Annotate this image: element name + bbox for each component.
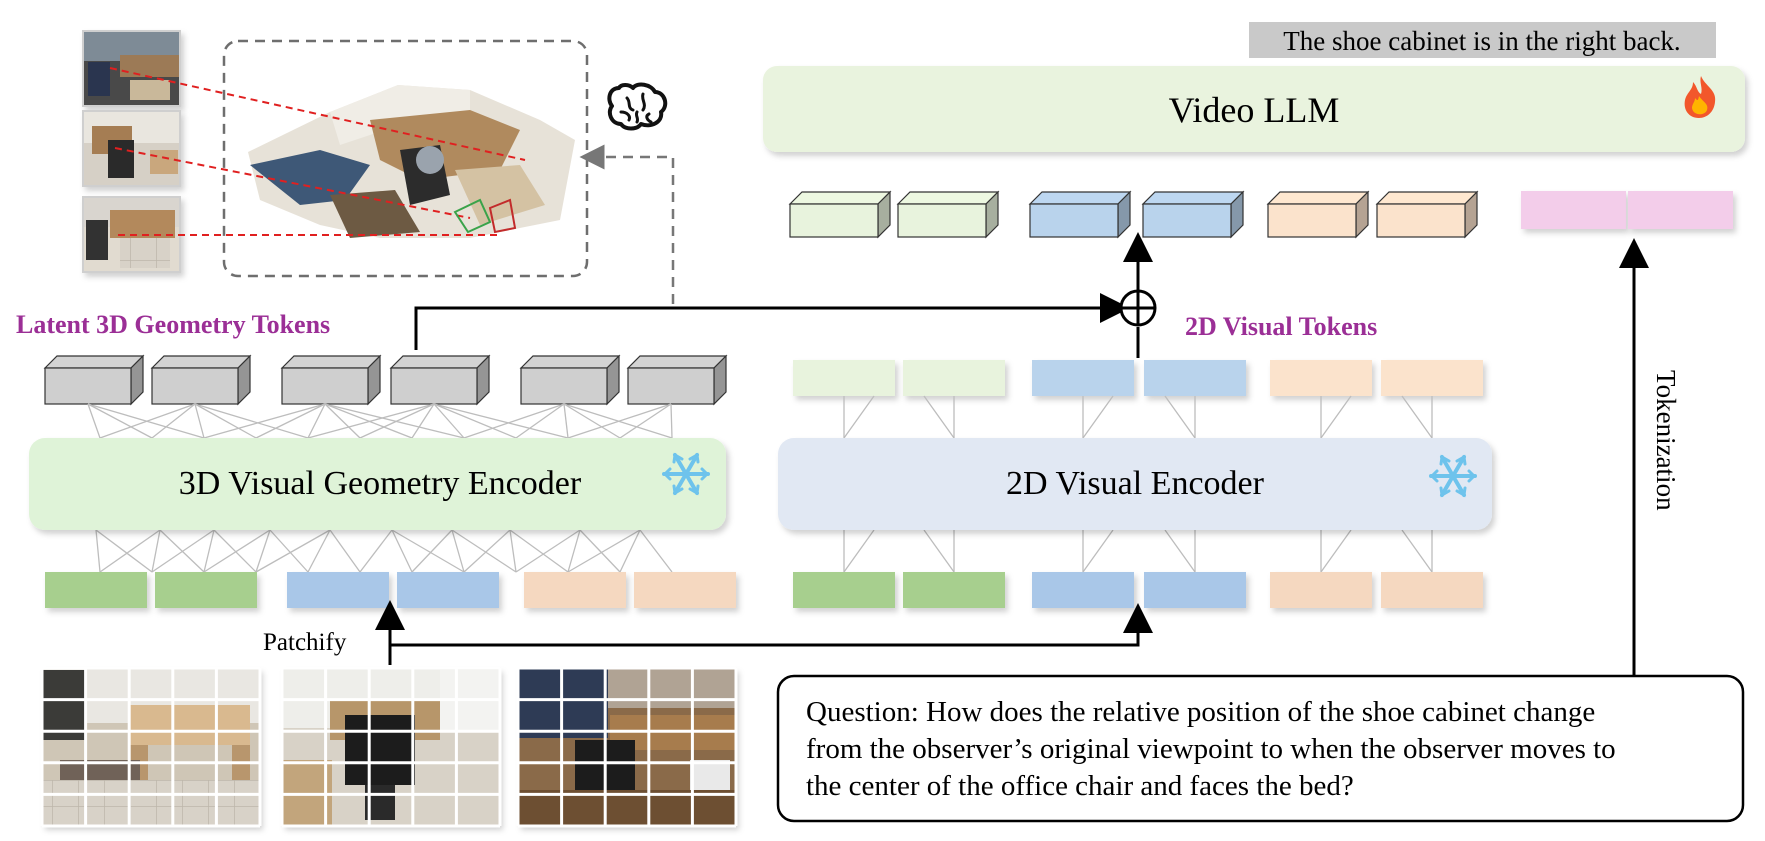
camera-frustum-2 bbox=[488, 198, 517, 234]
snowflake-icon bbox=[662, 452, 710, 496]
input-frame-1 bbox=[82, 30, 181, 107]
question-line-1: Question: How does the relative position… bbox=[806, 696, 1595, 728]
correspondence-line-2 bbox=[114, 147, 471, 219]
geometry-token bbox=[389, 354, 491, 406]
patchify-label: Patchify bbox=[263, 629, 347, 656]
reconstruction-feedback-arrow bbox=[579, 144, 675, 304]
tokenization-label: Tokenization bbox=[1651, 370, 1681, 511]
geometry-tokens bbox=[43, 354, 728, 406]
visual-token bbox=[1381, 360, 1483, 396]
visual-token bbox=[1144, 360, 1246, 396]
visual-tokens-label: 2D Visual Tokens bbox=[1185, 312, 1377, 341]
patch-grid-lines bbox=[40, 666, 738, 828]
encoder-2d-box bbox=[778, 438, 1492, 530]
patch-token bbox=[287, 572, 389, 608]
visual-token bbox=[1270, 360, 1372, 396]
camera-frustum-1 bbox=[453, 198, 492, 234]
input-frames-stack bbox=[82, 30, 181, 273]
llm-input-tokens bbox=[788, 190, 1479, 239]
geometry-token bbox=[626, 354, 728, 406]
patch-token bbox=[1270, 572, 1372, 608]
answer-highlight bbox=[1249, 22, 1716, 58]
point-cloud-scene bbox=[248, 85, 575, 238]
patchify-arrow-2d bbox=[390, 603, 1153, 647]
geometry-token bbox=[280, 354, 382, 406]
reconstruction-box bbox=[109, 39, 589, 278]
llm-input-token bbox=[1028, 190, 1132, 239]
video-llm-box bbox=[763, 66, 1745, 152]
answer-text: The shoe cabinet is in the right back. bbox=[1283, 26, 1680, 56]
snowflake-icon bbox=[1429, 454, 1477, 498]
patch-tokens bbox=[45, 572, 1483, 608]
geometry-token bbox=[43, 354, 145, 406]
patch-token bbox=[1032, 572, 1134, 608]
question-line-3: the center of the office chair and faces… bbox=[806, 770, 1354, 802]
encoder-3d-box bbox=[29, 438, 726, 530]
patch-token bbox=[1381, 572, 1483, 608]
patch-token bbox=[1144, 572, 1246, 608]
llm-input-token bbox=[1141, 190, 1245, 239]
question-box bbox=[776, 674, 1745, 823]
geometry-token bbox=[519, 354, 621, 406]
patch-token bbox=[903, 572, 1005, 608]
geometry-tokens-label: Latent 3D Geometry Tokens bbox=[16, 310, 330, 339]
patchified-frame-1 bbox=[42, 668, 260, 826]
llm-input-token bbox=[896, 190, 1000, 239]
visual-token bbox=[1032, 360, 1134, 396]
patch-token bbox=[45, 572, 147, 608]
patch-token bbox=[155, 572, 257, 608]
encoder-2d-label: 2D Visual Encoder bbox=[1006, 465, 1265, 502]
llm-input-token bbox=[1266, 190, 1370, 239]
llm-input-token bbox=[788, 190, 892, 239]
fire-icon bbox=[1684, 76, 1716, 118]
patch-token bbox=[524, 572, 626, 608]
patch-token bbox=[634, 572, 736, 608]
brain-icon bbox=[607, 82, 668, 131]
patchified-frame-3 bbox=[518, 668, 736, 826]
text-token bbox=[1628, 191, 1733, 229]
geometry-token bbox=[150, 354, 252, 406]
video-llm-label: Video LLM bbox=[1169, 90, 1340, 130]
add-fusion-icon bbox=[1119, 289, 1157, 327]
text-token bbox=[1521, 191, 1626, 229]
visual-tokens bbox=[793, 360, 1483, 396]
visual-token bbox=[903, 360, 1005, 396]
input-frame-2 bbox=[82, 110, 181, 187]
patchified-frame-2 bbox=[282, 668, 500, 826]
visual-encoder-connections bbox=[843, 395, 1433, 573]
encoder-3d-label: 3D Visual Geometry Encoder bbox=[179, 465, 582, 502]
patch-token bbox=[793, 572, 895, 608]
geometry-fusion-arrow bbox=[414, 293, 1130, 350]
patch-token bbox=[397, 572, 499, 608]
llm-input-token bbox=[1375, 190, 1479, 239]
text-tokens bbox=[1521, 191, 1733, 229]
question-line-2: from the observer’s original viewpoint t… bbox=[806, 733, 1616, 765]
geometry-encoder-connections bbox=[87, 403, 673, 573]
visual-token bbox=[793, 360, 895, 396]
correspondence-line-1 bbox=[109, 67, 526, 161]
